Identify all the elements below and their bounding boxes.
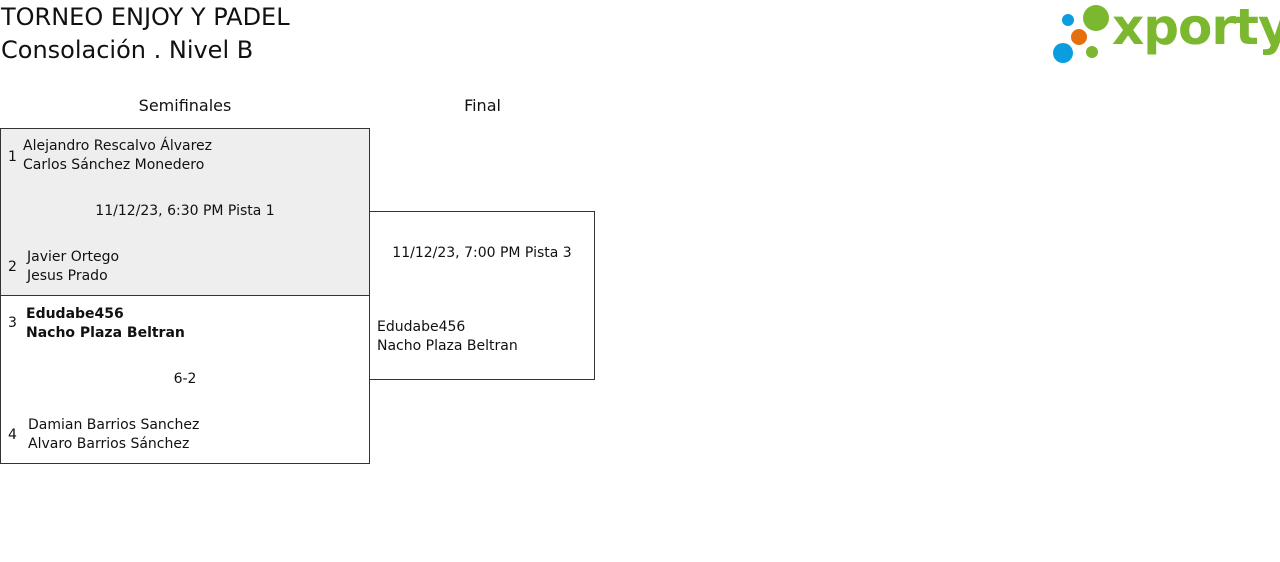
match-semifinal-2[interactable]: 3 Edudabe456 Nacho Plaza Beltran 6-2 4 D… <box>0 295 370 464</box>
round-header-final: Final <box>464 96 501 115</box>
match-score: 6-2 <box>173 371 197 387</box>
player-name: Jesus Prado <box>27 268 108 284</box>
player-name: Edudabe456 <box>26 306 124 322</box>
player-name: Carlos Sánchez Monedero <box>23 157 205 173</box>
team-2: Damian Barrios Sanchez Alvaro Barrios Sá… <box>28 416 199 454</box>
player-name: Javier Ortego <box>27 249 120 265</box>
team-seed: 4 <box>8 427 17 443</box>
xporty-logo: xporty <box>1050 0 1280 66</box>
team-seed: 2 <box>8 259 17 275</box>
player-name: Nacho Plaza Beltran <box>377 338 518 354</box>
logo-dots-icon <box>1053 5 1109 63</box>
team-1: Alejandro Rescalvo Álvarez Carlos Sánche… <box>23 137 212 175</box>
player-name: Nacho Plaza Beltran <box>26 325 185 341</box>
tournament-title: TORNEO ENJOY Y PADEL <box>1 3 290 31</box>
match-final[interactable]: 11/12/23, 7:00 PM Pista 3 Edudabe456 Nac… <box>369 211 595 380</box>
team-seed: 1 <box>8 149 17 165</box>
player-name: Alvaro Barrios Sánchez <box>28 436 190 452</box>
logo-text: xporty <box>1112 0 1280 56</box>
round-header-semifinals: Semifinales <box>138 96 232 115</box>
player-name: Edudabe456 <box>377 319 466 335</box>
team-2: Javier Ortego Jesus Prado <box>27 248 119 286</box>
match-info: 11/12/23, 7:00 PM Pista 3 <box>392 245 572 261</box>
team-2: Edudabe456 Nacho Plaza Beltran <box>377 318 518 356</box>
match-info: 11/12/23, 6:30 PM Pista 1 <box>95 203 275 219</box>
player-name: Alejandro Rescalvo Álvarez <box>23 138 212 154</box>
player-name: Damian Barrios Sanchez <box>28 417 200 433</box>
team-seed: 3 <box>8 315 17 331</box>
team-1-winner: Edudabe456 Nacho Plaza Beltran <box>26 305 185 343</box>
category-subtitle: Consolación . Nivel B <box>1 36 254 64</box>
match-semifinal-1[interactable]: 1 Alejandro Rescalvo Álvarez Carlos Sánc… <box>0 128 370 296</box>
